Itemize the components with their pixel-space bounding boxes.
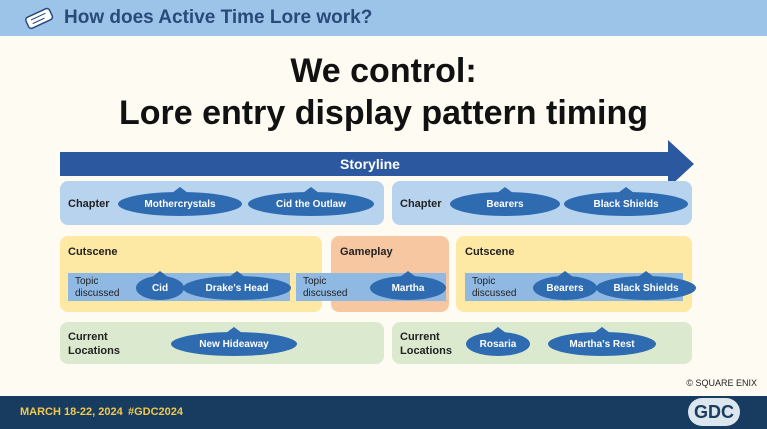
- cutscene-label-1: Cutscene: [68, 246, 118, 258]
- cutscene-label-2: Cutscene: [465, 246, 515, 258]
- lore-entry-marthas-rest: Martha's Rest: [548, 327, 656, 356]
- location-label-1: Current Locations: [68, 331, 120, 357]
- slide-header: [0, 0, 767, 36]
- lore-entry-new-hideaway: New Hideaway: [171, 327, 297, 356]
- lore-entry-cid-the-outlaw: Cid the Outlaw: [248, 187, 374, 216]
- lore-entry-drakes-head: Drake's Head: [183, 271, 291, 300]
- gdc-logo: GDC: [688, 398, 740, 426]
- lore-entry-bearers-cutscene: Bearers: [533, 271, 597, 300]
- storyline-arrow: [60, 140, 694, 188]
- header-title: How does Active Time Lore work?: [64, 7, 373, 28]
- lore-entry-martha: Martha: [370, 271, 446, 300]
- lore-entry-rosaria: Rosaria: [466, 327, 530, 356]
- copyright: © SQUARE ENIX: [686, 378, 757, 388]
- title-line-2: Lore entry display pattern timing: [119, 94, 648, 132]
- storyline-label: Storyline: [340, 156, 400, 172]
- lore-entry-cid: Cid: [136, 271, 184, 300]
- footer-hashtag: #GDC2024: [128, 406, 184, 418]
- topic-label-1: Topic discussed: [75, 276, 120, 299]
- lore-entry-mothercrystals: Mothercrystals: [118, 187, 242, 216]
- chapter-label-2: Chapter: [400, 198, 442, 210]
- footer-bar: [0, 396, 767, 429]
- scroll-icon: [25, 7, 54, 30]
- lore-entry-black-shields: Black Shields: [564, 187, 688, 216]
- lore-entry-bearers: Bearers: [450, 187, 560, 216]
- footer-date: MARCH 18-22, 2024: [20, 406, 123, 418]
- topic-label-3: Topic discussed: [472, 276, 517, 299]
- gameplay-label: Gameplay: [340, 246, 393, 258]
- location-label-2: Current Locations: [400, 331, 452, 357]
- title-line-1: We control:: [290, 52, 477, 90]
- chapter-label-1: Chapter: [68, 198, 110, 210]
- topic-label-2: Topic discussed: [303, 276, 348, 299]
- lore-entry-black-shields-cutscene: Black Shields: [596, 271, 696, 300]
